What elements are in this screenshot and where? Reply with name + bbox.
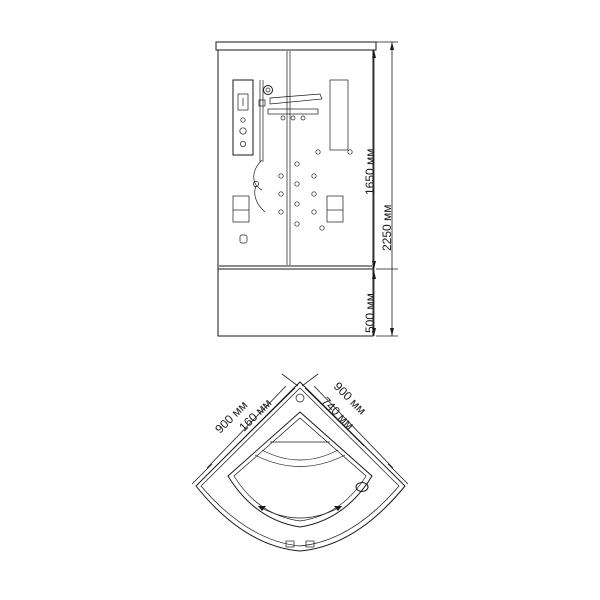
body-jet [294,221,300,227]
dim-label-2250: 2250 мм [380,204,394,251]
seat-curve [254,454,346,467]
body-jet [294,161,300,167]
plan-view [195,381,406,552]
mixer-valve [253,181,259,187]
control-knob [239,127,247,135]
body-jet [315,149,321,155]
dim-ext [387,463,409,485]
overhead-shelf [269,93,323,105]
body-jet [294,201,300,207]
control-panel [232,79,254,156]
door-arc [257,505,343,519]
jet-bar [267,108,319,115]
dim-line-160 [235,387,296,447]
cabin-base-tray [217,268,374,337]
arrow-head [372,328,376,336]
dim-ext [191,463,213,485]
right-seat [326,195,344,223]
dim-line-900-left [206,385,287,469]
arrow-head [372,261,376,269]
arrow-head [372,50,376,58]
mixer-hose [254,185,266,213]
body-jet [278,209,284,215]
control-button-1 [240,117,246,123]
dim-ext [301,373,319,387]
seat-curve-inner [261,449,339,461]
door-handle-left [285,540,295,548]
tray-basin-inner [233,417,367,522]
tray-outer-outline [195,381,406,552]
dim-line-740 [304,387,365,447]
shower-hose [253,159,263,191]
tray-basin [227,411,373,528]
drain-hole [355,482,369,492]
body-jet [311,209,317,215]
arrow-head [390,328,394,336]
control-button-2 [240,141,246,147]
cabin-glass-body [217,49,374,270]
jet-nozzle-1 [280,115,286,121]
door-handle-right [305,540,315,548]
plan-dimensions: 900 мм 160 мм 900 мм 740 мм [191,373,409,485]
corner-fitting [295,393,305,403]
front-dimensions: 1650 мм 2250 мм 500 мм [363,41,398,337]
dim-line-900-right [313,385,394,469]
rail-slider [258,99,266,107]
body-jet [278,191,284,197]
front-view [215,41,377,337]
door-arrow-left [258,506,266,511]
left-seat [232,195,250,223]
body-jet [311,191,317,197]
dim-label-500: 500 мм [363,293,377,333]
control-display [237,93,249,111]
handshower-face [265,87,271,93]
dim-ext [281,373,299,387]
door-arrow-right [334,506,342,511]
cabin-top-cap [215,41,377,51]
jet-nozzle-2 [290,115,296,121]
tray-rim [200,387,400,547]
body-jet [319,225,325,231]
arrow-head [390,42,394,50]
dim-label-1650: 1650 мм [363,148,377,195]
body-jet [311,173,317,179]
body-jet [294,181,300,187]
mirror [329,79,349,151]
jet-nozzle-3 [300,115,306,121]
body-jet [278,173,284,179]
body-jet [347,149,353,155]
soap-holder [239,234,248,244]
body-jets [278,149,353,231]
arrow-head [372,271,376,279]
handshower-head [263,85,273,95]
